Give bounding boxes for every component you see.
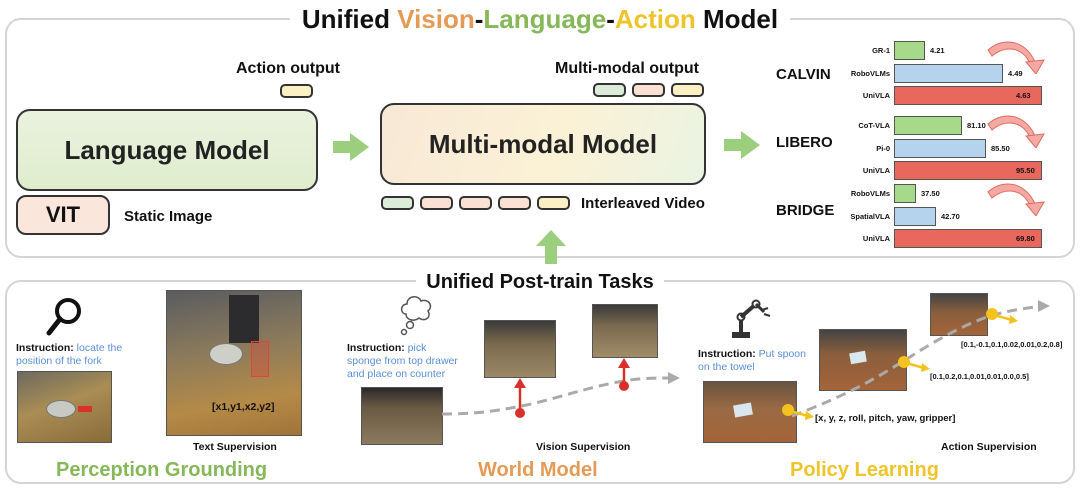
text-supervision-label: Text Supervision <box>193 441 277 453</box>
thought-cloud-icon <box>400 296 432 336</box>
arrow-up-icon <box>536 230 566 264</box>
world-instruction: Instruction: pick sponge from top drawer… <box>347 342 459 381</box>
calvin-trend-arrow-icon <box>987 41 1045 74</box>
perception-large-photo <box>166 290 302 436</box>
policy-point-1-icon <box>782 404 814 420</box>
benchmark-bridge-label: BRIDGE <box>776 202 835 219</box>
perception-instruction: Instruction: locate the position of the … <box>16 342 144 368</box>
video-token-2 <box>420 196 453 210</box>
world-photo-2 <box>484 320 556 378</box>
world-photo-3 <box>592 304 658 358</box>
robot-arm-icon <box>732 299 771 338</box>
policy-photo-1 <box>703 381 797 443</box>
video-token-4 <box>498 196 531 210</box>
title-dash-2: - <box>606 4 615 34</box>
action-vector-2: [0.1,0.2,0.1,0.01,0.01,0.0,0.5] <box>930 372 1029 381</box>
world-trajectory-icon <box>441 372 680 416</box>
language-model-label: Language Model <box>64 134 270 165</box>
libero-trend-arrow-icon <box>987 115 1045 148</box>
perception-small-photo <box>17 371 112 443</box>
bbox-highlight <box>251 341 269 377</box>
perception-instr-text: locate the position of the fork <box>16 342 123 367</box>
main-title: Unified Vision-Language-Action Model <box>0 3 1080 35</box>
bbox-text: [x1,y1,x2,y2] <box>212 401 275 413</box>
magnifier-icon <box>46 298 81 336</box>
policy-learning-caption: Policy Learning <box>790 459 939 481</box>
perception-grounding-caption: Perception Grounding <box>56 459 268 481</box>
bridge-trend-arrow-icon <box>987 183 1045 216</box>
action-supervision-label: Action Supervision <box>941 441 1037 453</box>
world-marker-1-icon <box>514 378 526 418</box>
title-part-vision: Vision <box>397 4 475 34</box>
mm-output-token-3 <box>671 83 704 97</box>
fork-shape <box>78 406 92 412</box>
video-token-1 <box>381 196 414 210</box>
video-token-5 <box>537 196 570 210</box>
video-token-3 <box>459 196 492 210</box>
multimodal-output-label: Multi-modal output <box>555 60 699 77</box>
pot-large-shape <box>209 343 243 365</box>
policy-point-3-icon <box>986 308 1018 324</box>
robot-arm-shape <box>229 295 259 343</box>
interleaved-video-label: Interleaved Video <box>581 195 705 212</box>
mm-output-token-2 <box>632 83 665 97</box>
title-dash-1: - <box>474 4 484 34</box>
world-photo-1 <box>361 387 443 445</box>
title-part-action: Action <box>614 4 696 34</box>
action-output-token <box>280 84 313 98</box>
policy-photo-3 <box>930 293 988 336</box>
post-train-title-wrap: Unified Post-train Tasks <box>0 271 1080 294</box>
policy-instr-text: Put spoon on the towel <box>698 348 806 373</box>
benchmark-calvin-label: CALVIN <box>776 66 831 83</box>
world-instr-label: Instruction: <box>347 342 405 354</box>
world-model-caption: World Model <box>478 459 598 481</box>
mm-output-token-1 <box>593 83 626 97</box>
world-marker-2-icon <box>618 358 630 391</box>
perception-instr-label: Instruction: <box>16 342 74 354</box>
title-part-unified: Unified <box>301 4 398 34</box>
towel-shape-1 <box>733 402 753 418</box>
arrow-lm-to-mm-icon <box>333 133 369 161</box>
action-vector-1: [0.1,-0.1,0.1,0.02,0.01,0.2,0.8] <box>961 340 1063 349</box>
policy-instr-label: Instruction: <box>698 348 756 360</box>
world-instr-text: pick sponge from top drawer and place on… <box>347 342 458 380</box>
language-model-box: Language Model <box>16 109 318 191</box>
vit-label: VIT <box>45 202 81 227</box>
post-train-title: Unified Post-train Tasks <box>416 271 664 293</box>
action-output-label: Action output <box>236 60 340 77</box>
static-image-label: Static Image <box>124 208 213 225</box>
pot-shape <box>46 400 76 418</box>
vision-supervision-label: Vision Supervision <box>536 441 631 453</box>
benchmark-libero-label: LIBERO <box>776 134 833 151</box>
policy-trajectory-icon <box>791 300 1050 418</box>
title-part-language: Language <box>483 4 607 34</box>
multimodal-model-box: Multi-modal Model <box>380 103 706 185</box>
vit-box: VIT <box>16 195 110 235</box>
policy-instruction: Instruction: Put spoon on the towel <box>698 348 808 374</box>
action-vector-3: [x, y, z, roll, pitch, yaw, gripper] <box>815 413 956 424</box>
arrow-mm-to-results-icon <box>724 131 760 159</box>
title-part-model: Model <box>695 4 779 34</box>
multimodal-model-label: Multi-modal Model <box>428 128 658 159</box>
policy-point-2-icon <box>898 356 930 372</box>
